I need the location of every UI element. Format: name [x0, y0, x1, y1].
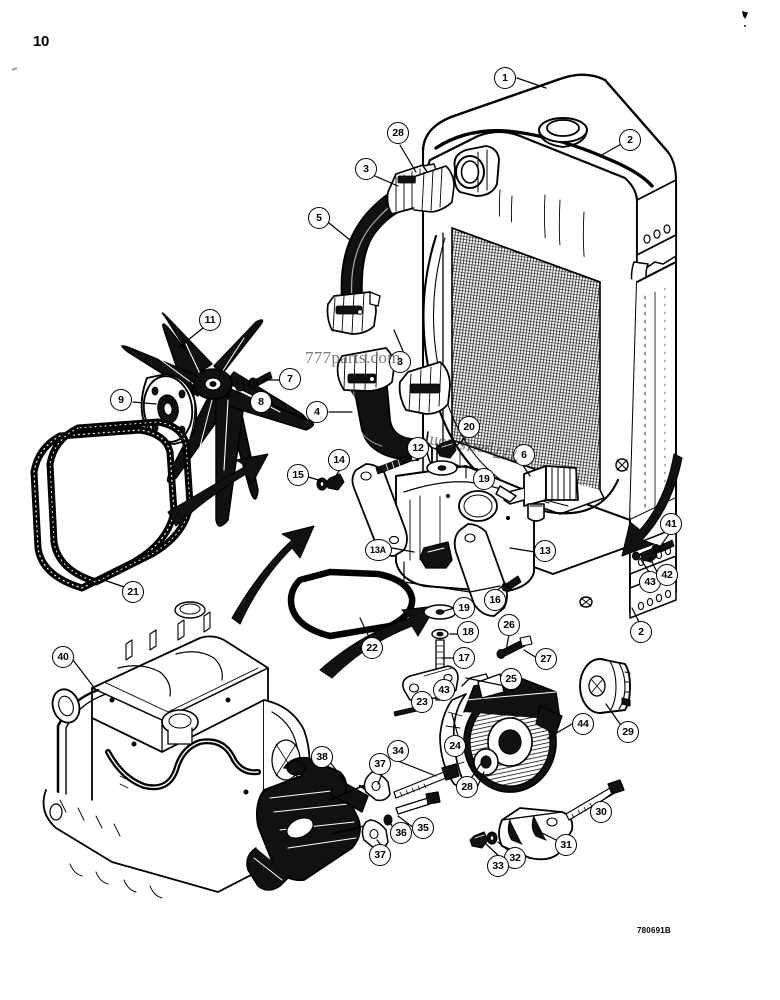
callout-screw-washer[interactable]: 27 [535, 648, 557, 670]
callout-alternator-clamp[interactable]: 28 [456, 776, 478, 798]
callout-washer-upper[interactable]: 19 [473, 468, 495, 490]
callout-mount-bolt[interactable]: 41 [660, 513, 682, 535]
starter-motor-art [246, 756, 380, 891]
corner-registration-mark [742, 11, 748, 19]
engine-block-art [42, 601, 311, 899]
callout-alternator[interactable]: 44 [572, 713, 594, 735]
oil-filter-art [579, 658, 631, 714]
callout-hose-clamp-lower[interactable]: 3 [389, 351, 411, 373]
mounting-bracket-art [469, 779, 625, 861]
callout-alternator-belt[interactable]: 22 [361, 637, 383, 659]
leader-lines [72, 77, 670, 858]
callout-bracket-nut[interactable]: 33 [487, 855, 509, 877]
callout-alternator-bracket[interactable]: 13 [534, 540, 556, 562]
callout-alternator-screw[interactable]: 23 [411, 691, 433, 713]
callout-bolt-alternator[interactable]: 43 [433, 679, 455, 701]
callout-washer-lower[interactable]: 19 [453, 597, 475, 619]
corner-registration-dot [744, 25, 746, 27]
callout-lower-radiator-hose[interactable]: 4 [306, 401, 328, 423]
callout-nut-upper[interactable]: 20 [458, 416, 480, 438]
fan-belt-art [30, 418, 194, 592]
inlet-clamp-art [413, 165, 455, 213]
fan-pulley-art [140, 373, 198, 445]
callout-bolt-radiator-mount[interactable]: 43 [639, 571, 661, 593]
callout-mount-nut[interactable]: 42 [656, 564, 678, 586]
callout-starter-bracket-upper[interactable]: 37 [369, 753, 391, 775]
callout-nut[interactable]: 14 [328, 449, 350, 471]
callout-starter-washer[interactable]: 36 [390, 822, 412, 844]
radiator-mount-hardware-art [629, 499, 675, 569]
callout-adjusting-bolt[interactable]: 12 [407, 437, 429, 459]
callout-alternator-strap[interactable]: 25 [500, 668, 522, 690]
callout-fan-bolt[interactable]: 7 [279, 368, 301, 390]
callout-alternator-pulley[interactable]: 24 [444, 735, 466, 757]
callout-adjusting-screw[interactable]: 26 [498, 614, 520, 636]
callout-mounting-bolt[interactable]: 30 [590, 801, 612, 823]
callout-lock-washer[interactable]: 15 [287, 464, 309, 486]
callout-drain-cock[interactable]: 6 [513, 444, 535, 466]
callout-bracket-bolt[interactable]: 16 [484, 589, 506, 611]
callout-starter-bracket-lower[interactable]: 37 [369, 844, 391, 866]
page-number: 10 [33, 33, 50, 50]
callout-radiator-assembly-lower[interactable]: 2 [630, 621, 652, 643]
callout-bracket-support[interactable]: 13A [364, 539, 392, 561]
callout-starter-bolt-long[interactable]: 34 [387, 740, 409, 762]
callout-fan-blade[interactable]: 11 [199, 309, 221, 331]
callout-oil-filter[interactable]: 29 [617, 721, 639, 743]
callout-radiator-cap[interactable]: 1 [494, 67, 516, 89]
callout-engine-block[interactable]: 40 [52, 646, 74, 668]
callout-bracket-washer[interactable]: 32 [504, 847, 526, 869]
callout-fan-belt[interactable]: 21 [122, 581, 144, 603]
watermark-text: 777parts.com [305, 348, 401, 367]
fan-hardware-art [234, 371, 273, 392]
callout-starter-bolt-short[interactable]: 35 [412, 817, 434, 839]
starter-bracket-hardware-art [361, 763, 460, 850]
callout-mounting-bracket[interactable]: 31 [555, 834, 577, 856]
lower-hose-art [336, 347, 451, 461]
callout-radiator-assembly[interactable]: 2 [619, 129, 641, 151]
callout-pivot-bolt[interactable]: 17 [453, 647, 475, 669]
figure-number: 780691B [637, 926, 671, 935]
callout-upper-hose-clamp[interactable]: 28 [387, 122, 409, 144]
callout-starter-motor[interactable]: 38 [311, 746, 333, 768]
callout-fan-washer[interactable]: 8 [250, 391, 272, 413]
callout-lock-washer-pivot[interactable]: 18 [457, 621, 479, 643]
callout-fan-pulley[interactable]: 9 [110, 389, 132, 411]
callout-hose-clamp-upper[interactable]: 3 [355, 158, 377, 180]
callout-upper-radiator-hose[interactable]: 5 [308, 207, 330, 229]
